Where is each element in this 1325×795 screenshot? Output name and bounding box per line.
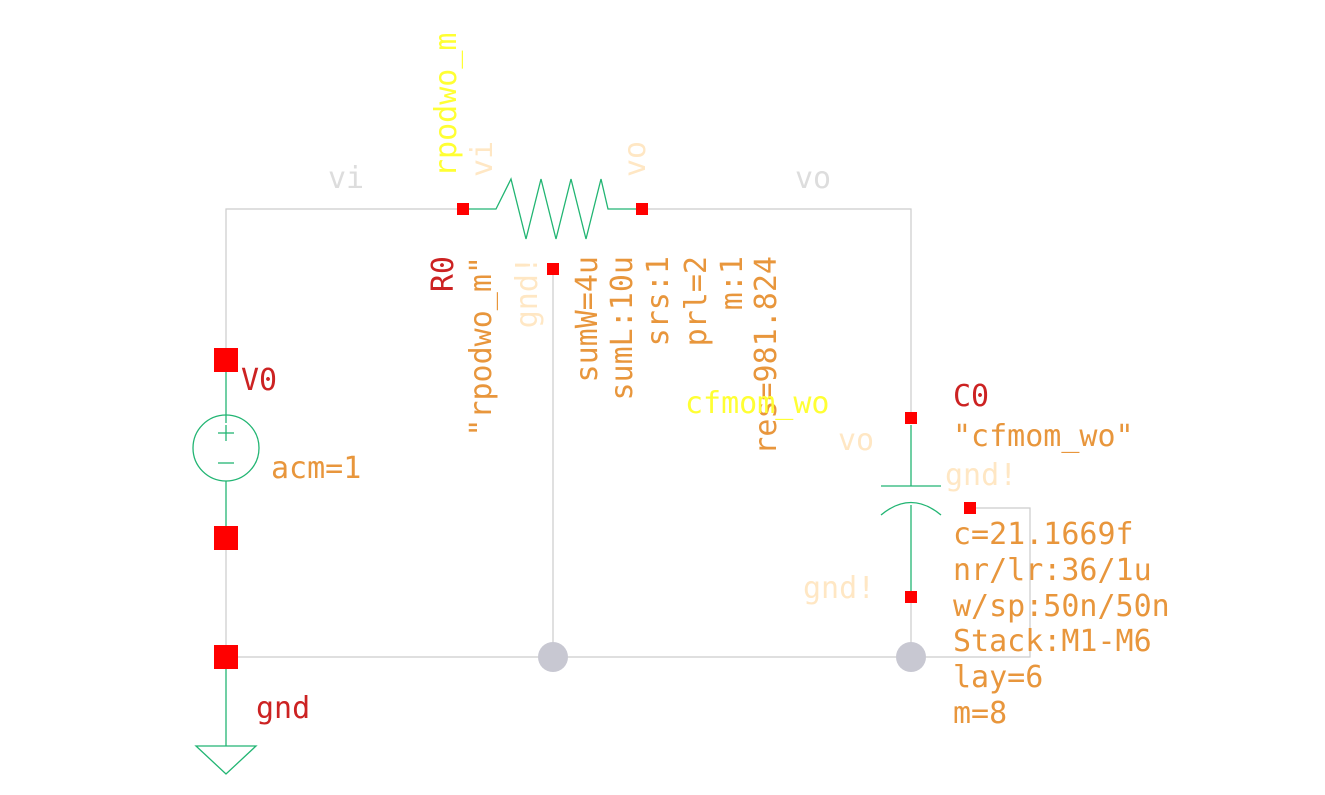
capacitor-pin-vo-label: vo	[838, 423, 874, 458]
capacitor-pin-bottom-label: gnd!	[803, 571, 875, 606]
resistor-pin-plus[interactable]	[457, 203, 469, 215]
vsource-pin-minus[interactable]	[214, 526, 238, 550]
capacitor-model-name: "cfmom_wo"	[953, 419, 1134, 454]
plus-icon	[218, 425, 234, 441]
capacitor-pin-bottom[interactable]	[905, 591, 917, 603]
vsource-v0[interactable]	[192, 348, 260, 550]
resistor-instance-name: R0	[426, 256, 461, 292]
vsource-pin-plus[interactable]	[214, 348, 238, 372]
ground-pin[interactable]	[214, 645, 238, 669]
capacitor-pin-body[interactable]	[964, 502, 976, 514]
resistor-param-prl: prl=2	[679, 256, 714, 346]
wire-vi[interactable]	[225, 208, 463, 360]
net-label-vo: vo	[795, 161, 831, 196]
vsource-circle	[192, 414, 260, 482]
capacitor-param-stack: Stack:M1-M6	[953, 624, 1152, 659]
capacitor-param-lay: lay=6	[953, 660, 1043, 695]
capacitor-c0[interactable]	[880, 412, 976, 603]
resistor-pin-body[interactable]	[547, 263, 559, 275]
net-label-vi: vi	[328, 161, 364, 196]
resistor-pin-gnd-label: gnd!	[510, 256, 545, 328]
ground-gnd[interactable]	[194, 645, 258, 775]
resistor-param-res: res=981.824	[749, 256, 784, 455]
capacitor-instance-name: C0	[953, 379, 989, 414]
capacitor-param-m: m=8	[953, 696, 1007, 731]
vsource-instance-name: V0	[241, 363, 277, 398]
resistor-model-name: "rpodwo_m"	[464, 256, 499, 437]
capacitor-cell-name: cfmom_wo	[685, 386, 830, 421]
resistor-cell-name: rpodwo_m	[429, 33, 464, 178]
resistor-param-srs: srs:1	[641, 256, 676, 346]
resistor-pin-vo-label: vo	[618, 141, 653, 177]
wire-c0-body-gnd[interactable]	[911, 507, 1031, 658]
junction-r0-gnd[interactable]	[538, 642, 568, 672]
resistor-r0[interactable]	[457, 177, 648, 275]
vsource-param-acm: acm=1	[271, 451, 361, 486]
capacitor-param-nrlr: nr/lr:36/1u	[953, 553, 1152, 588]
capacitor-pin-top[interactable]	[905, 412, 917, 424]
ground-icon	[194, 745, 258, 775]
resistor-param-suml: sumL:10u	[605, 256, 640, 401]
capacitor-plate-bottom	[880, 502, 942, 516]
ground-label: gnd	[256, 691, 310, 726]
capacitor-param-c: c=21.1669f	[953, 517, 1134, 552]
wires	[225, 208, 1031, 658]
resistor-zigzag	[463, 177, 642, 240]
capacitor-param-wsp: w/sp:50n/50n	[953, 589, 1170, 624]
junction-c0-gnd[interactable]	[896, 642, 926, 672]
resistor-pin-minus[interactable]	[636, 203, 648, 215]
capacitor-pin-body-label: gnd!	[945, 458, 1017, 493]
resistor-param-sumw: sumW=4u	[570, 256, 605, 382]
resistor-pin-vi-label: vi	[465, 141, 500, 177]
wire-vo[interactable]	[642, 208, 912, 418]
resistor-param-m: m:1	[715, 256, 750, 310]
